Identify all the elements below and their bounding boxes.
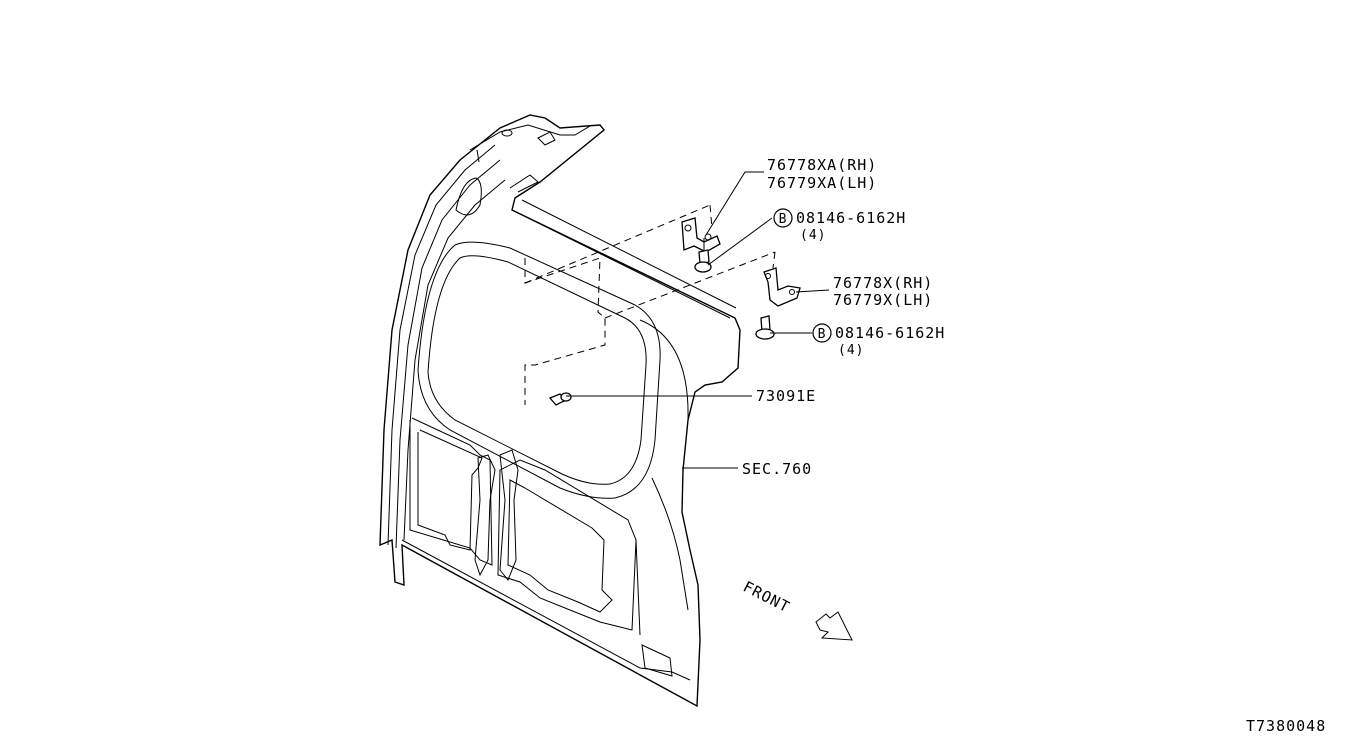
callout-hinge-lower-lh: 76779X(LH) <box>833 291 933 309</box>
callout-bolt-lower-qty: (4) <box>838 343 864 358</box>
bolt-symbol-lower-letter: B <box>818 327 827 342</box>
phantom-lines <box>524 204 776 405</box>
callout-clip: 73091E <box>756 387 816 405</box>
callout-bolt-upper-qty: (4) <box>800 228 826 243</box>
lower-bolt-part <box>755 315 775 340</box>
callout-bolt-upper-code: 08146-6162H <box>796 209 906 227</box>
upper-bolt-part <box>694 249 712 273</box>
callout-section-ref: SEC.760 <box>742 460 812 478</box>
callout-bolt-lower-code: 08146-6162H <box>835 324 945 342</box>
bolt-symbol-upper-letter: B <box>779 212 788 227</box>
front-arrow-icon <box>815 611 853 641</box>
callout-hinge-lower-rh: 76778X(RH) <box>833 274 933 292</box>
lower-hinge-part <box>763 267 801 307</box>
front-label: FRONT <box>740 578 793 617</box>
clip-part <box>548 392 572 406</box>
bolt-symbol-lower: B <box>812 323 832 343</box>
callout-hinge-upper-lh: 76779XA(LH) <box>767 174 877 192</box>
body-side-panel <box>379 114 741 708</box>
diagram-id: T7380048 <box>1246 717 1326 735</box>
bolt-symbol-upper: B <box>773 208 793 228</box>
upper-hinge-part <box>681 217 721 253</box>
front-direction-indicator: FRONT <box>740 578 853 641</box>
callout-hinge-upper-rh: 76778XA(RH) <box>767 156 877 174</box>
leader-lines <box>566 171 830 469</box>
